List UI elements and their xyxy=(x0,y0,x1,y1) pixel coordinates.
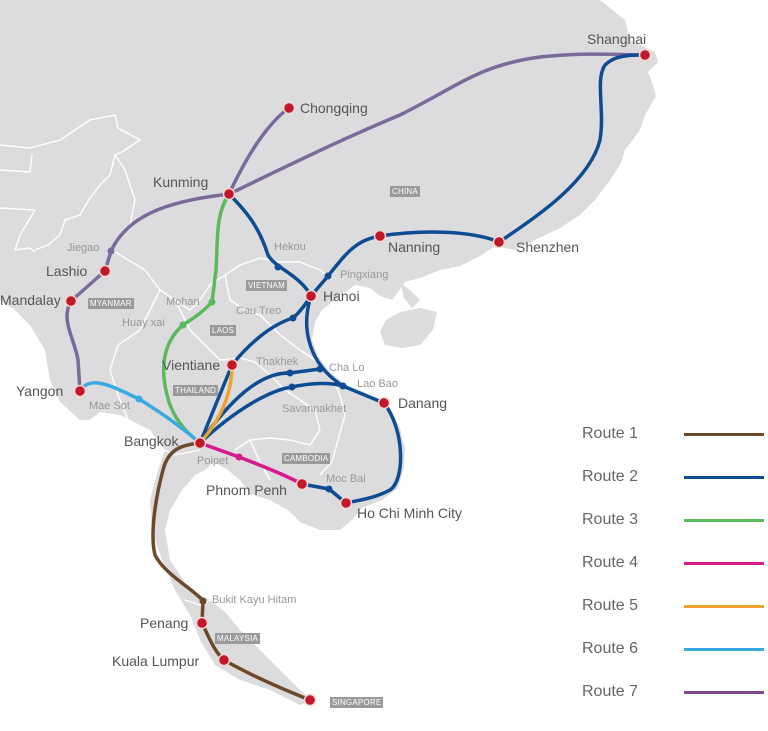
border-label-thakhek: Thakhek xyxy=(256,356,299,368)
city-label-shenzhen: Shenzhen xyxy=(516,239,580,255)
border-label-lao-bao: Lao Bao xyxy=(357,378,398,390)
country-label-malaysia: MALAYSIA xyxy=(215,633,261,644)
border-label-pingxiang: Pingxiang xyxy=(340,269,389,281)
city-label-penang: Penang xyxy=(140,615,189,631)
border-label-cha-lo: Cha Lo xyxy=(329,362,365,374)
legend: Route 1 Route 2 Route 3 Route 4 Route 5 … xyxy=(582,424,764,725)
country-label-laos: LAOS xyxy=(210,325,237,336)
country-label-myanmar: MYANMAR xyxy=(88,298,134,309)
border-label-poipet: Poipet xyxy=(197,455,229,467)
legend-swatch xyxy=(684,562,764,565)
country-label-singapore: SINGAPORE xyxy=(330,697,384,708)
city-label-yangon: Yangon xyxy=(16,383,64,399)
city-label-mandalay: Mandalay xyxy=(0,292,61,308)
legend-item-route-1: Route 1 xyxy=(582,424,764,467)
country-label-china: CHINA xyxy=(390,186,420,197)
legend-swatch xyxy=(684,519,764,522)
routes xyxy=(65,52,647,702)
border-crossing-dots xyxy=(107,247,347,605)
country-borders xyxy=(0,114,346,606)
route-2-line xyxy=(198,363,234,445)
legend-label: Route 6 xyxy=(582,640,639,657)
legend-item-route-4: Route 4 xyxy=(582,553,764,596)
border-label-moc-bai: Moc Bai xyxy=(326,473,366,485)
route-1-line xyxy=(151,441,312,702)
route-2-line xyxy=(304,294,403,505)
border-label-cau-treo: Cau Treo xyxy=(236,305,282,317)
legend-swatch xyxy=(684,605,764,608)
legend-label: Route 1 xyxy=(582,425,639,442)
city-label-lashio: Lashio xyxy=(46,263,88,279)
city-label-chongqing: Chongqing xyxy=(300,100,368,116)
border-label-hekou: Hekou xyxy=(274,241,306,253)
border-label-huay-xai: Huay xai xyxy=(122,317,165,329)
city-label-vientiane: Vientiane xyxy=(162,357,221,373)
legend-label: Route 7 xyxy=(582,683,639,700)
country-label-vietnam: VIETNAM xyxy=(246,280,287,291)
legend-item-route-5: Route 5 xyxy=(582,596,764,639)
route-7-line xyxy=(227,52,647,196)
legend-swatch xyxy=(684,691,764,694)
border-label-mohan: Mohan xyxy=(166,296,200,308)
city-dots xyxy=(64,48,652,707)
land xyxy=(0,0,658,705)
legend-label: Route 4 xyxy=(582,554,639,571)
city-label-kuala-lumpur: Kuala Lumpur xyxy=(112,653,200,669)
border-label-bukit-kayu-hitam: Bukit Kayu Hitam xyxy=(212,594,297,606)
city-label-shanghai: Shanghai xyxy=(587,31,647,47)
city-label-phnom-penh: Phnom Penh xyxy=(206,482,287,498)
legend-item-route-2: Route 2 xyxy=(582,467,764,510)
legend-swatch xyxy=(684,433,764,436)
legend-swatch xyxy=(684,476,764,479)
border-label-jiegao: Jiegao xyxy=(67,242,100,254)
city-label-ho-chi-minh-city: Ho Chi Minh City xyxy=(357,505,463,521)
route-7-line xyxy=(227,106,291,196)
legend-swatch xyxy=(684,648,764,651)
city-label-hanoi: Hanoi xyxy=(323,288,360,304)
legend-item-route-7: Route 7 xyxy=(582,682,764,725)
country-label-thailand: THAILAND xyxy=(173,385,219,396)
border-label-savannakhet: Savannakhet xyxy=(282,403,347,415)
legend-label: Route 3 xyxy=(582,511,639,528)
city-label-bangkok: Bangkok xyxy=(124,433,179,449)
route-2-line xyxy=(227,192,313,298)
city-label-nanning: Nanning xyxy=(388,239,441,255)
legend-label: Route 2 xyxy=(582,468,639,485)
legend-item-route-3: Route 3 xyxy=(582,510,764,553)
border-label-mae-sot: Mae Sot xyxy=(89,400,130,412)
legend-item-route-6: Route 6 xyxy=(582,639,764,682)
city-label-danang: Danang xyxy=(398,395,448,411)
city-label-kunming: Kunming xyxy=(153,174,209,190)
route-5-line xyxy=(198,363,234,445)
legend-label: Route 5 xyxy=(582,597,639,614)
country-label-cambodia: CAMBODIA xyxy=(282,453,331,464)
